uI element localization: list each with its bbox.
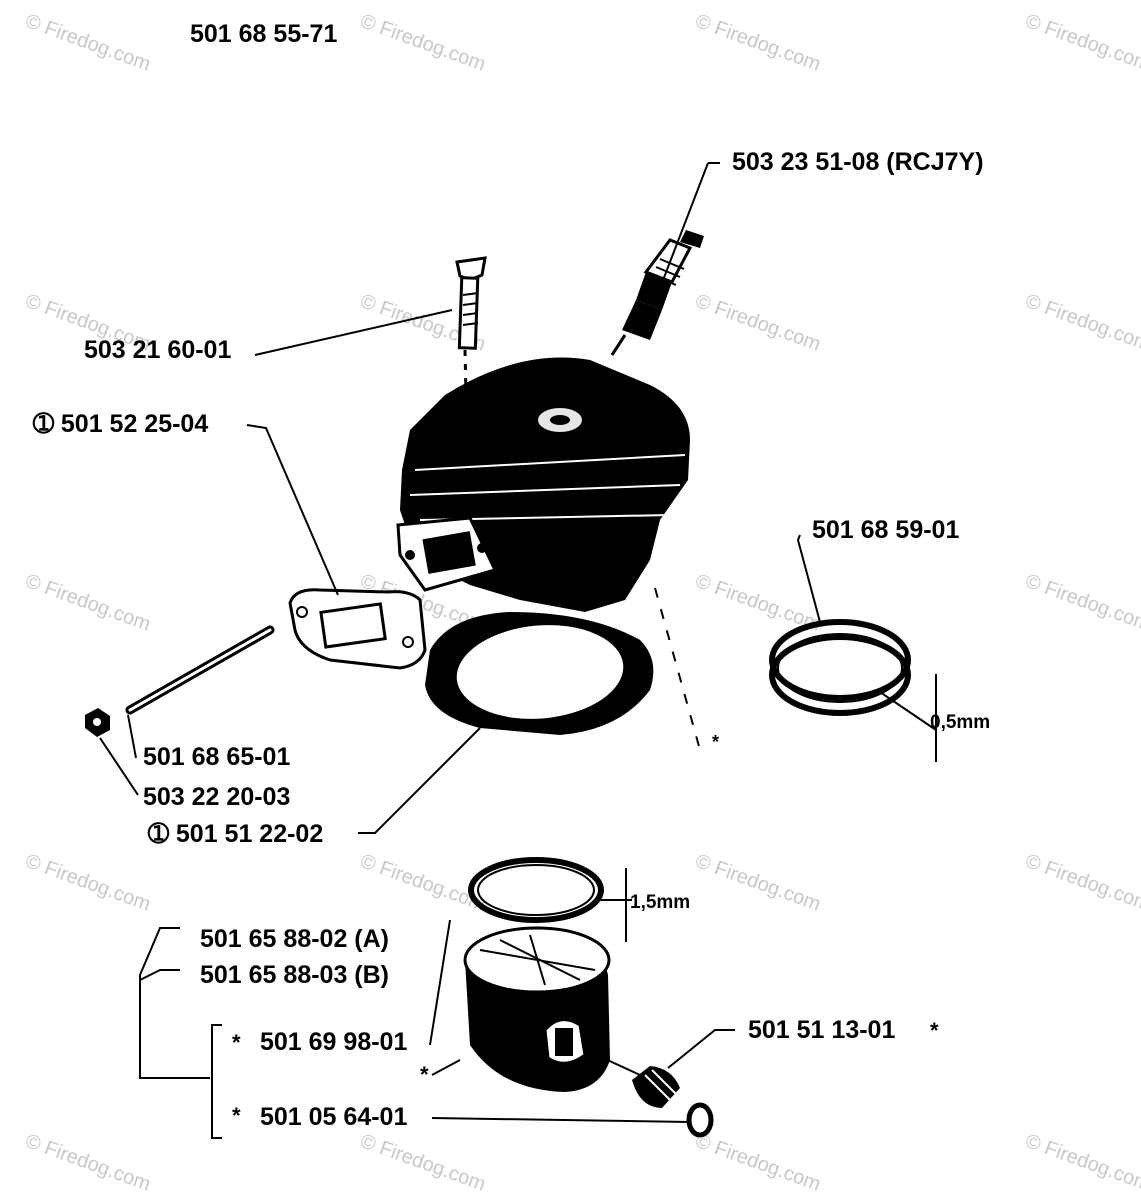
- label-ring-thickness: 0,5mm: [930, 712, 991, 733]
- piston-ring-set: [769, 534, 937, 762]
- spark-plug: [610, 230, 704, 356]
- piston: [429, 919, 611, 1092]
- piston-top-ring: [468, 857, 632, 942]
- label-piston-pin: 501 51 13-01: [748, 1016, 896, 1044]
- label-piston-b: 501 65 88-03 (B): [200, 961, 390, 989]
- cylinder: *: [396, 357, 719, 752]
- label-piston-ring-thickness: 1,5mm: [630, 892, 691, 913]
- base-gasket: [425, 612, 654, 735]
- asterisk-mark: *: [232, 1030, 241, 1055]
- label-base-gasket: ➀ 501 51 22-02: [148, 820, 324, 848]
- leader-line: [358, 727, 481, 834]
- asterisk-mark: *: [232, 1103, 241, 1128]
- asterisk-mark: *: [930, 1018, 939, 1043]
- label-cylinder-screw: 503 21 60-01: [84, 336, 232, 364]
- circlip: [431, 1102, 714, 1138]
- parts-bracket: [139, 927, 222, 1139]
- leader-line: [254, 309, 453, 356]
- exhaust-gasket: [288, 588, 427, 670]
- nut: [85, 708, 139, 796]
- label-circlip: 501 05 64-01: [260, 1103, 408, 1131]
- leader-line: [246, 424, 339, 596]
- cylinder-screw: [455, 256, 487, 396]
- label-spark-plug: 503 23 51-08 (RCJ7Y): [732, 148, 984, 176]
- label-nut: 503 22 20-03: [143, 783, 291, 811]
- svg-text:*: *: [712, 732, 719, 752]
- label-stud-bolt: 501 68 65-01: [143, 743, 291, 771]
- diagram-title: 501 68 55-71: [190, 20, 338, 48]
- label-piston-ring-set: 501 68 59-01: [812, 516, 960, 544]
- piston-pin: [589, 1029, 735, 1108]
- stud-bolt: [125, 625, 275, 759]
- label-exhaust-gasket: ➀ 501 52 25-04: [33, 410, 209, 438]
- leader-line: [659, 162, 709, 289]
- asterisk-mark: *: [420, 1062, 429, 1087]
- label-piston-ring: 501 69 98-01: [260, 1028, 408, 1056]
- label-piston-a: 501 65 88-02 (A): [200, 925, 390, 953]
